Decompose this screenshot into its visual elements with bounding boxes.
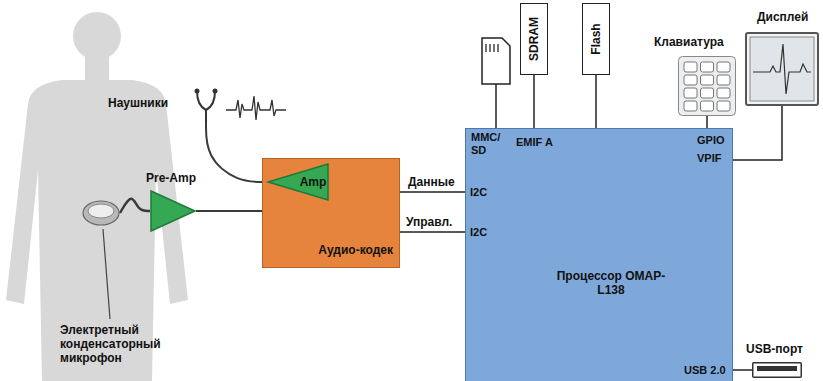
sd-card-icon	[482, 38, 510, 84]
node-text: Наушники	[108, 96, 188, 110]
node-text: Процессор OMAP-L138	[551, 269, 671, 297]
headphones-icon-outline	[192, 88, 220, 122]
keypad-key	[701, 88, 714, 98]
node-text: Аудио-кодек	[303, 243, 393, 257]
heart-sound-waveform	[226, 96, 286, 120]
display-icon-outline	[745, 32, 819, 106]
connector	[400, 231, 465, 233]
headphones-icon: Наушники	[192, 88, 220, 122]
memory-box: SDRAM	[520, 3, 548, 75]
connector	[206, 122, 267, 182]
triangle-shape	[268, 164, 328, 200]
connector	[196, 210, 262, 212]
connector	[733, 106, 782, 160]
pin-label: I2C	[470, 186, 500, 199]
node-text: Дисплей	[757, 10, 819, 24]
usb-socket	[753, 363, 802, 378]
node-text: Электретный конденсаторный микрофон	[60, 323, 178, 365]
ecg-waveform	[753, 44, 811, 94]
monitor-screen	[750, 37, 814, 101]
microphone-icon: Электретный конденсаторный микрофон	[82, 200, 120, 226]
keypad-key	[701, 75, 714, 85]
connector	[120, 199, 150, 213]
chest-piece	[83, 201, 119, 225]
pin-label: EMIF A	[516, 136, 572, 149]
pin-label: MMC/ SD	[471, 131, 507, 157]
neck-shape	[85, 55, 109, 83]
chest-piece-membrane	[88, 204, 114, 218]
pin-label: GPIO	[697, 134, 731, 147]
edge-label: Управл.	[405, 215, 453, 229]
node-text: USB-порт	[746, 342, 812, 356]
torso-shape	[6, 80, 188, 381]
earpiece-tip	[213, 89, 218, 94]
processor-box: Процессор OMAP-L138	[465, 128, 733, 381]
keypad-key	[717, 62, 730, 72]
leader-line	[103, 229, 110, 319]
triangle-shape	[151, 191, 195, 231]
node-text: Pre-Amp	[146, 171, 216, 185]
connector	[733, 369, 752, 371]
keypad-key	[684, 101, 697, 111]
edge-label: Данные	[407, 175, 456, 189]
microphone-icon-outline	[82, 200, 120, 226]
pin-label: USB 2.0	[684, 364, 732, 377]
codec-box: AmpАудио-кодек	[262, 158, 400, 268]
connector	[400, 191, 465, 193]
vertical-label: SDRAM	[527, 17, 541, 61]
keypad-key	[717, 88, 730, 98]
usb-port-icon-outline	[752, 362, 802, 378]
keypad-key	[684, 62, 697, 72]
display-icon: Дисплей	[745, 32, 819, 106]
usb-tongue	[757, 366, 797, 371]
sd-bus-line	[495, 84, 497, 128]
connector	[533, 75, 535, 128]
keypad-body	[679, 57, 736, 116]
monitor-frame	[746, 33, 818, 105]
sd-card-contacts	[486, 44, 498, 52]
connector	[706, 116, 708, 128]
keypad-key	[701, 101, 714, 111]
preamp-triangle: Pre-Amp	[150, 190, 196, 232]
node-text: Amp	[299, 175, 327, 189]
vertical-label: Flash	[589, 23, 603, 54]
keypad-key	[717, 75, 730, 85]
keypad-key	[701, 62, 714, 72]
memory-box: Flash	[582, 3, 610, 75]
pin-label: I2C	[470, 226, 500, 239]
keypad-icon-outline	[678, 56, 736, 116]
head-shape	[73, 12, 121, 60]
preamp-triangle-outline	[150, 190, 196, 232]
keypad-key	[684, 88, 697, 98]
earpiece-tubes	[197, 91, 215, 122]
node-text: Клавиатура	[654, 35, 744, 49]
keypad-key	[717, 101, 730, 111]
amp-triangle: Amp	[267, 163, 329, 201]
earpiece-tip	[195, 89, 200, 94]
connector	[595, 75, 597, 128]
pin-label: VPIF	[697, 152, 731, 165]
keypad-icon: Клавиатура	[678, 56, 736, 116]
keypad-key	[684, 75, 697, 85]
usb-port-icon: USB-порт	[752, 362, 802, 378]
